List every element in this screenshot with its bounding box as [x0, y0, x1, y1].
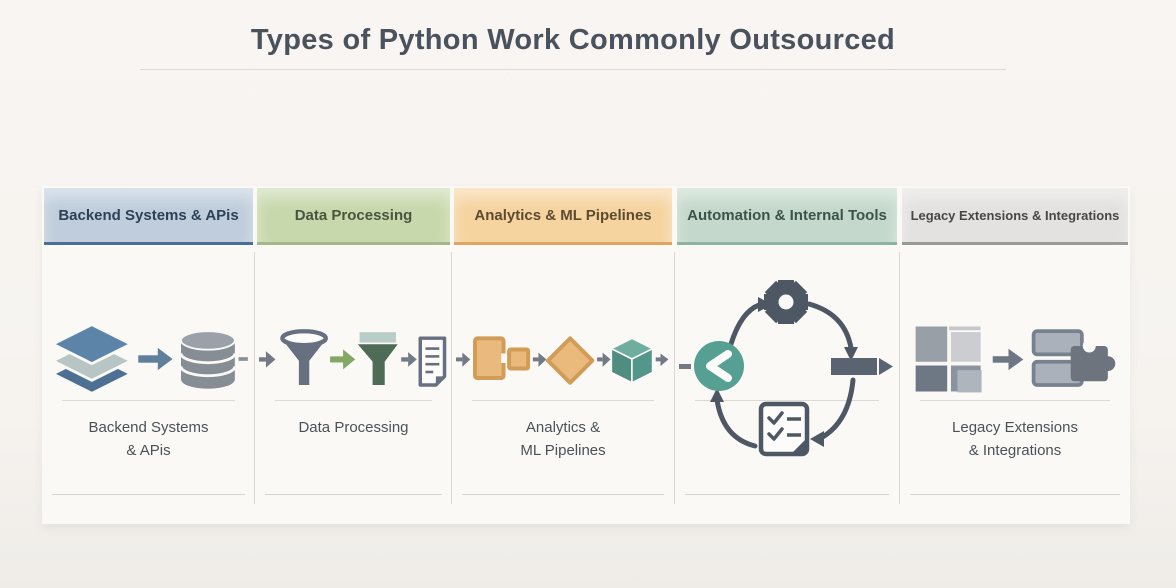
modules-puzzle-icon — [1031, 329, 1116, 387]
divider — [52, 494, 245, 495]
divider — [462, 494, 664, 495]
page-title: Types of Python Work Commonly Outsourced — [250, 24, 896, 56]
column-header: Automation & Internal Tools — [677, 188, 897, 245]
arrow-right-icon — [992, 348, 1024, 371]
column-label: Data Processing — [298, 419, 409, 436]
column-header: Analytics & ML Pipelines — [454, 188, 672, 245]
funnel-outline-icon — [280, 329, 328, 386]
divider — [275, 400, 432, 401]
arrow-right-icon — [655, 353, 669, 367]
icon-row — [259, 320, 448, 403]
task-bar-icon — [831, 358, 893, 375]
title-divider — [140, 69, 1006, 70]
column-backend-systems-apis: Backend Systems & APis — [44, 188, 253, 524]
cube-icon — [610, 337, 654, 384]
funnel-filled-icon — [357, 332, 398, 386]
arrow-right-icon — [401, 352, 417, 367]
connector-dash — [679, 364, 691, 369]
column-separator — [254, 252, 255, 504]
column-separator — [451, 252, 452, 504]
arrow-right-icon — [456, 352, 471, 367]
cycle-arrows-icon — [714, 301, 856, 449]
divider — [920, 400, 1110, 401]
column-automation-internal-tools: Automation & Internal Tools — [677, 188, 897, 524]
arrow-right-icon — [597, 352, 611, 367]
divider — [910, 494, 1120, 495]
icon-row — [904, 320, 1126, 403]
column-legacy-extensions-integrations: Legacy Extensions & Integrations — [902, 188, 1128, 524]
chevron-circle-icon — [694, 341, 744, 391]
column-label: Backend Systems & APis — [88, 419, 209, 459]
checklist-icon — [758, 401, 810, 457]
layer-stack-icon — [51, 323, 133, 395]
database-icon — [179, 330, 237, 389]
arrow-right-icon — [259, 351, 276, 368]
column-separator — [674, 252, 675, 504]
column-header: Data Processing — [257, 188, 450, 245]
divider — [265, 494, 442, 495]
divider — [62, 400, 235, 401]
document-icon — [418, 336, 447, 387]
connector-dash — [238, 357, 248, 361]
icon-row — [46, 320, 251, 403]
arrow-right-icon — [138, 347, 173, 371]
diagram-panel: Backend Systems & APis — [42, 186, 1130, 524]
column-header: Legacy Extensions & Integrations — [902, 188, 1128, 245]
divider — [685, 494, 889, 495]
column-separator — [899, 252, 900, 504]
arrow-right-icon — [532, 352, 547, 367]
column-analytics-ml-pipelines: Analytics & ML Pipelines — [454, 188, 672, 524]
column-label: Analytics & ML Pipelines — [520, 419, 606, 459]
column-header: Backend Systems & APis — [44, 188, 253, 245]
column-label: Legacy Extensions & Integrations — [952, 419, 1078, 459]
layout-grid-icon — [913, 324, 983, 394]
gear-icon — [764, 280, 808, 324]
icon-row — [456, 320, 670, 403]
process-blocks-icon — [473, 336, 531, 381]
divider — [472, 400, 654, 401]
decision-diamond-icon — [545, 336, 595, 385]
cycle-diagram — [679, 266, 895, 471]
divider — [695, 400, 879, 401]
arrow-right-icon — [330, 349, 356, 370]
column-data-processing: Data Processing — [257, 188, 450, 524]
page-title-block: Types of Python Work Commonly Outsourced — [140, 24, 1006, 70]
